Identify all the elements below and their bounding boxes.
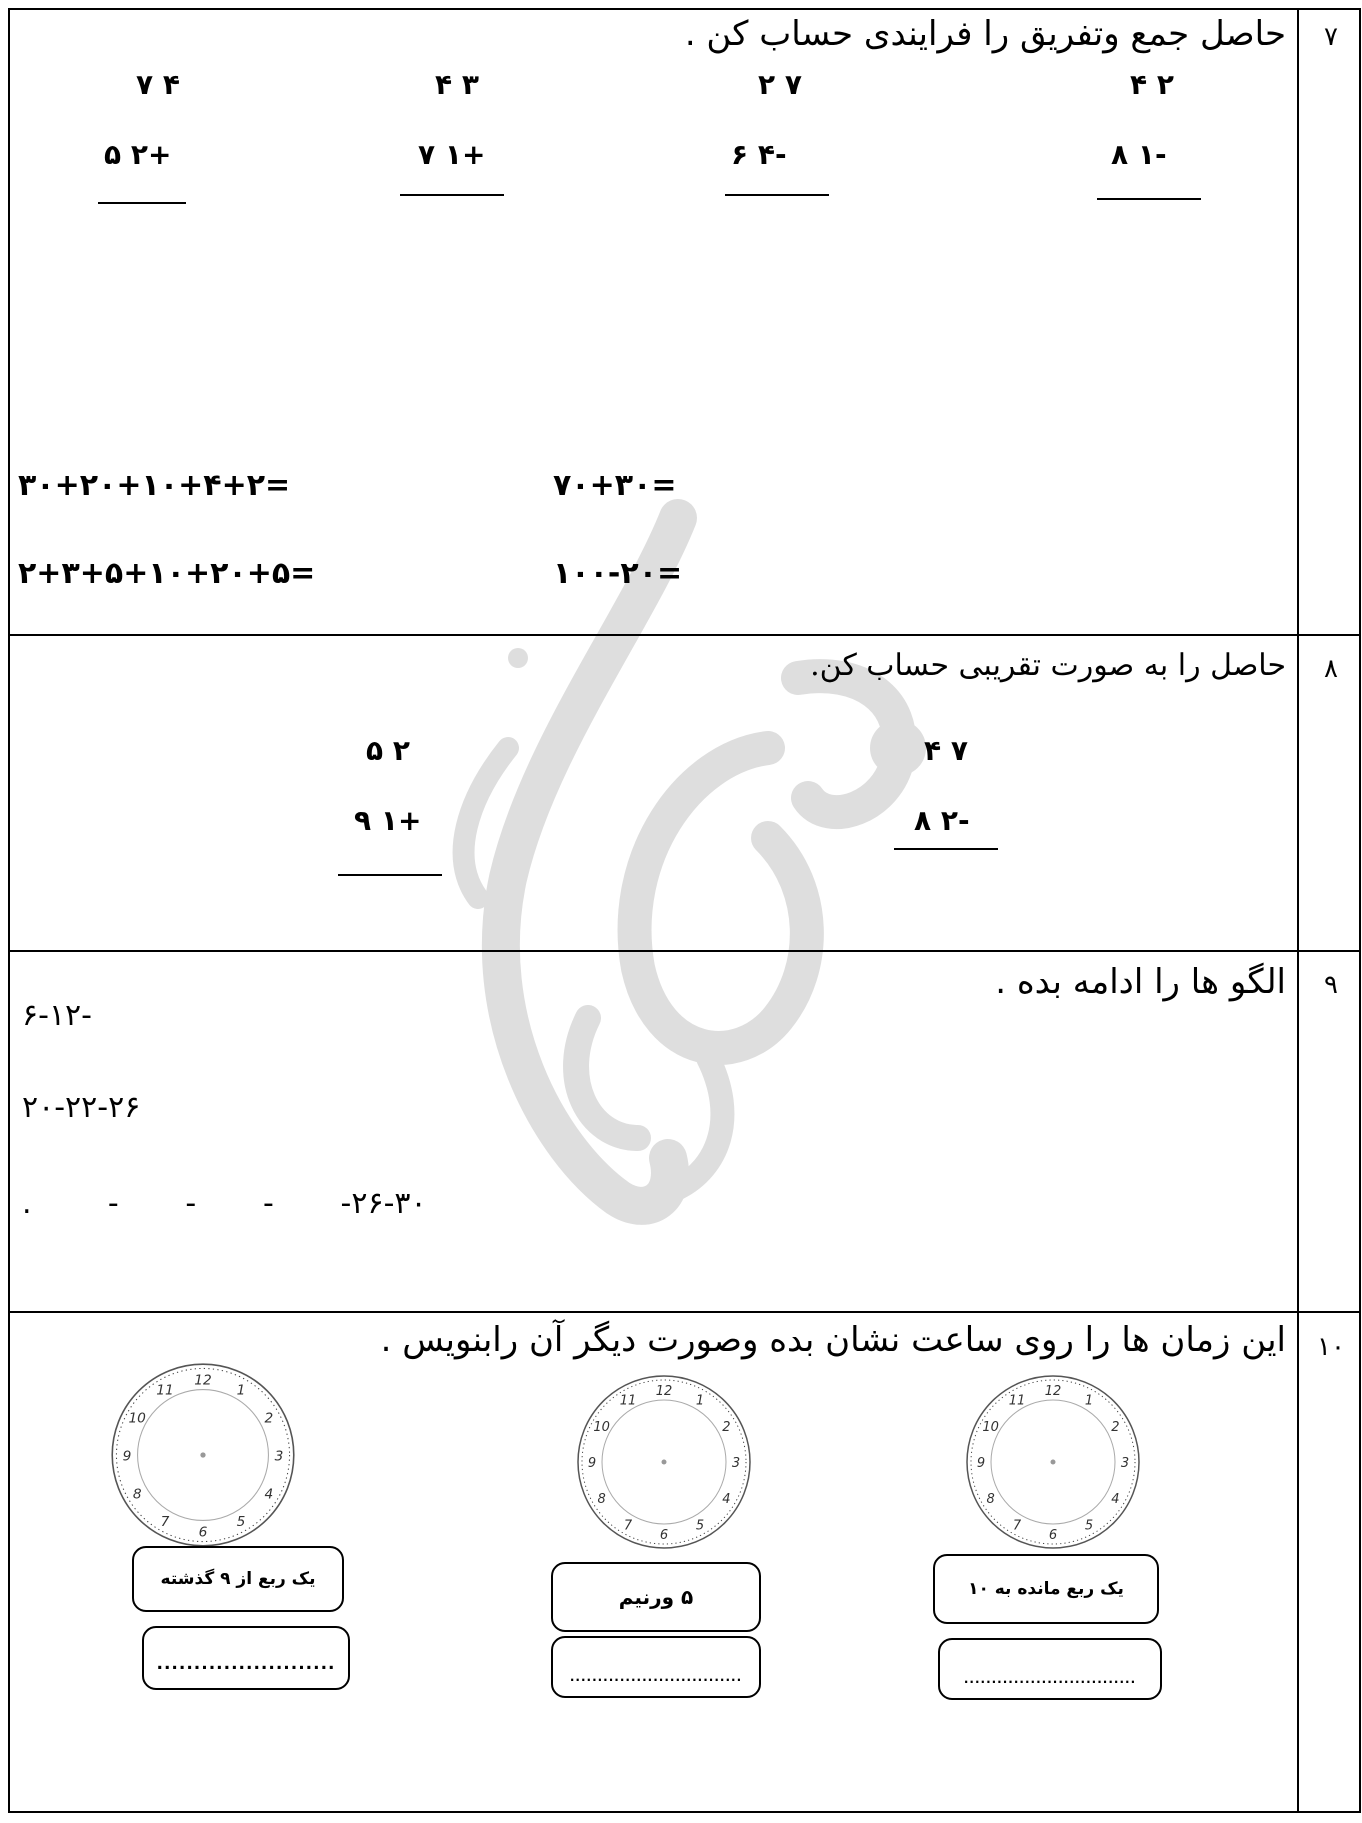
inner-ring (601, 1399, 727, 1525)
clock-number: 4 (1111, 1492, 1119, 1507)
worksheet: ۷ حاصل جمع وتفریق را فرایندی حساب کن . ۴… (8, 8, 1362, 1818)
clock-number: 6 (660, 1528, 668, 1543)
expression: ۷۰+۳۰= (553, 468, 677, 503)
clock-number: 4 (264, 1486, 273, 1502)
clock-number: 11 (156, 1382, 173, 1398)
answer-placeholder: ........................ (156, 1654, 336, 1674)
clock-number: 12 (194, 1372, 211, 1388)
clock-number: 8 (987, 1492, 995, 1507)
problem-top: ۲ ۴ (1130, 68, 1174, 101)
answer-line (725, 194, 829, 196)
clock-number: 9 (123, 1448, 132, 1464)
clock-number: 12 (656, 1384, 673, 1399)
number-column-divider (1297, 8, 1299, 1813)
problem-top: ۷ ۲ (758, 68, 802, 101)
table-frame (8, 8, 1361, 1813)
problem-top: ۴ ۷ (136, 68, 180, 101)
inner-ring (990, 1399, 1116, 1525)
time-label: یک ربع از ۹ گذشته (160, 1569, 316, 1589)
inner-ring (137, 1389, 269, 1521)
answer-box[interactable]: ............................... (938, 1638, 1162, 1700)
row-divider (8, 634, 1361, 636)
problem-bottom: +۱ ۷ (418, 138, 486, 171)
minute-ticks (970, 1379, 1136, 1545)
question-number: ۱۰ (1317, 1332, 1345, 1362)
clock-center (200, 1452, 206, 1458)
answer-line (338, 874, 442, 876)
problem-bottom: -۲ ۸ (914, 804, 970, 837)
question-number: ۷ (1324, 22, 1338, 52)
time-label: ۵ ورنیم (618, 1585, 694, 1609)
problem-bottom: +۲ ۵ (104, 138, 172, 171)
clock-number: 8 (133, 1486, 142, 1502)
expression: ۳۰+۲۰+۱۰+۴+۲= (18, 468, 291, 503)
time-label: یک ربع مانده به ۱۰ (968, 1579, 1124, 1599)
clock-number: 7 (1013, 1518, 1022, 1533)
problem-top: ۲ ۵ (366, 734, 410, 767)
clock-number: 4 (722, 1492, 730, 1507)
pattern-line: . - - - -۲۶-۳۰ (22, 1186, 427, 1221)
clock-number: 7 (161, 1514, 170, 1530)
minute-ticks (115, 1367, 291, 1543)
question-number: ۹ (1324, 970, 1338, 1000)
clock-number: 10 (593, 1420, 610, 1435)
clock-number: 2 (264, 1410, 273, 1426)
answer-placeholder: ............................... (569, 1670, 743, 1684)
clock-number: 11 (620, 1394, 637, 1409)
problem-bottom: -۴ ۶ (731, 138, 787, 171)
expression: ۱۰۰-۲۰= (553, 556, 683, 591)
clock-number: 9 (588, 1456, 596, 1471)
problem-top: ۷ ۴ (924, 734, 968, 767)
question-title: این زمان ها را روی ساعت نشان بده وصورت د… (380, 1320, 1286, 1360)
answer-line (400, 194, 504, 196)
clock-number: 10 (128, 1410, 146, 1426)
clock-number: 5 (1085, 1518, 1093, 1533)
time-label-box: یک ربع از ۹ گذشته (132, 1546, 344, 1612)
answer-line (98, 202, 186, 204)
clock-number: 2 (722, 1420, 730, 1435)
clock-number: 2 (1111, 1420, 1119, 1435)
clock-number: 9 (977, 1456, 985, 1471)
row-divider (8, 950, 1361, 952)
clock-number: 10 (982, 1420, 999, 1435)
answer-line (1097, 198, 1201, 200)
question-title: الگو ها را ادامه بده . (995, 962, 1286, 1002)
problem-bottom: -۱ ۸ (1111, 138, 1167, 171)
clock-center (1050, 1459, 1056, 1465)
pattern-line: ۲۰-۲۲-۲۶ (22, 1090, 141, 1125)
clock-number: 6 (1049, 1528, 1057, 1543)
answer-box[interactable]: ............................... (551, 1636, 761, 1698)
minute-ticks (581, 1379, 747, 1545)
answer-placeholder: ............................... (963, 1672, 1137, 1686)
clock-number: 5 (696, 1518, 704, 1533)
clock-number: 1 (237, 1382, 246, 1398)
question-title: حاصل جمع وتفریق را فرایندی حساب کن . (684, 14, 1286, 54)
clock-number: 1 (1085, 1394, 1093, 1409)
time-label-box: ۵ ورنیم (551, 1562, 761, 1632)
pattern-line: ۶-۱۲- (22, 998, 92, 1033)
clock-number: 12 (1045, 1384, 1062, 1399)
question-title: حاصل را به صورت تقریبی حساب کن. (810, 648, 1286, 683)
problem-top: ۳ ۴ (435, 68, 479, 101)
clock-number: 8 (598, 1492, 606, 1507)
clock-number: 6 (199, 1524, 208, 1540)
question-number: ۸ (1324, 654, 1338, 684)
problem-bottom: +۱ ۹ (354, 804, 422, 837)
row-divider (8, 1311, 1361, 1313)
answer-box[interactable]: ........................ (142, 1626, 350, 1690)
clock-number: 3 (275, 1448, 284, 1464)
clock-center (661, 1459, 667, 1465)
clock-number: 3 (1121, 1456, 1129, 1471)
answer-line (894, 848, 998, 850)
clock-number: 3 (732, 1456, 740, 1471)
time-label-box: یک ربع مانده به ۱۰ (933, 1554, 1159, 1624)
expression: ۲+۳+۵+۱۰+۲۰+۵= (18, 556, 316, 591)
clock-number: 11 (1009, 1394, 1026, 1409)
clock-number: 5 (237, 1514, 246, 1530)
clock-number: 7 (624, 1518, 633, 1533)
clock-number: 1 (696, 1394, 704, 1409)
